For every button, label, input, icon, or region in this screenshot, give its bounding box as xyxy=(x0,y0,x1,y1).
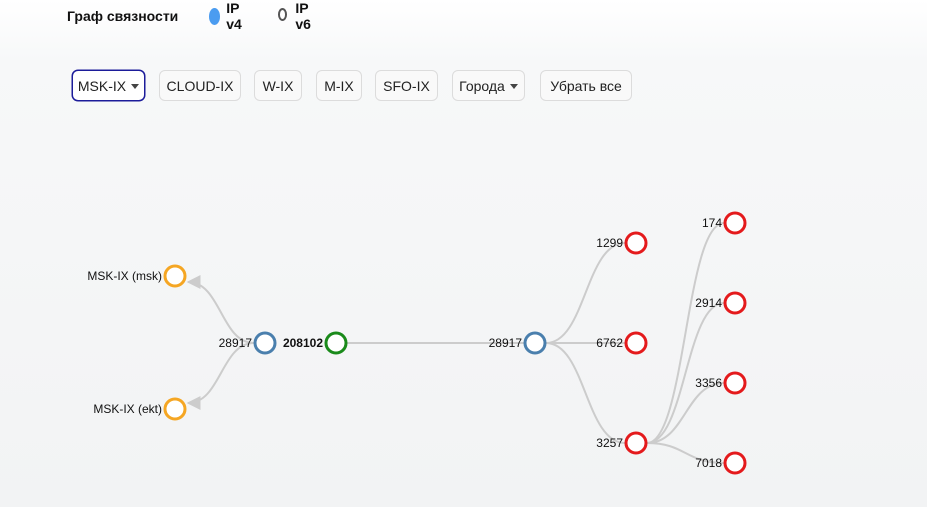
node-label: 208102 xyxy=(283,336,323,350)
node-circle[interactable] xyxy=(253,331,277,355)
node-label: 2914 xyxy=(695,296,722,310)
filter-label: Убрать все xyxy=(550,77,622,94)
filter-label: CLOUD-IX xyxy=(166,77,234,94)
graph-edge xyxy=(646,382,725,444)
node-circle[interactable] xyxy=(723,211,747,235)
graph-node-n174[interactable]: 174 xyxy=(702,211,747,235)
node-circle[interactable] xyxy=(523,331,547,355)
graph-node-n2914[interactable]: 2914 xyxy=(695,291,747,315)
graph-node-n6762[interactable]: 6762 xyxy=(596,331,648,355)
ip-v4-label: IP v4 xyxy=(226,0,242,32)
node-circle[interactable] xyxy=(723,291,747,315)
graph-node-n1299[interactable]: 1299 xyxy=(596,231,648,255)
caret-down-icon xyxy=(131,84,140,89)
filter-cloud-ix-button[interactable]: CLOUD-IX xyxy=(159,70,241,101)
caret-down-icon xyxy=(509,84,518,89)
node-label: 28917 xyxy=(219,336,253,350)
graph-node-n3257[interactable]: 3257 xyxy=(596,431,648,455)
graph-edge xyxy=(646,442,725,464)
ip-v6-label: IP v6 xyxy=(295,0,311,32)
filter-label: M-IX xyxy=(324,77,354,94)
edges-layer xyxy=(186,222,725,464)
graph-edge xyxy=(545,242,626,344)
node-label: 7018 xyxy=(695,456,722,470)
graph-edge xyxy=(545,342,626,444)
node-circle[interactable] xyxy=(163,397,187,421)
clear-all-button[interactable]: Убрать все xyxy=(540,70,632,101)
node-circle[interactable] xyxy=(723,451,747,475)
graph-node-right28917[interactable]: 28917 xyxy=(489,331,547,355)
nodes-layer: MSK-IX (msk) MSK-IX (ekt) 28917 208102 28917… xyxy=(87,211,747,475)
node-label: 174 xyxy=(702,216,722,230)
graph-edge xyxy=(646,222,725,444)
ip-v6-radio[interactable]: IP v6 xyxy=(278,0,315,32)
graph-node-n3356[interactable]: 3356 xyxy=(695,371,747,395)
node-label: 6762 xyxy=(596,336,623,350)
header: Граф связности IP v4 IP v6 xyxy=(67,0,311,32)
graph-node-left28917[interactable]: 28917 xyxy=(219,331,277,355)
node-circle[interactable] xyxy=(324,331,348,355)
node-label: 28917 xyxy=(489,336,523,350)
ip-v4-radio[interactable]: IP v4 xyxy=(209,0,248,32)
graph-node-ekt[interactable]: MSK-IX (ekt) xyxy=(93,397,187,421)
graph-node-n7018[interactable]: 7018 xyxy=(695,451,747,475)
filter-cities-dropdown[interactable]: Города xyxy=(452,70,525,101)
graph-edge xyxy=(186,275,255,344)
graph-node-msk[interactable]: MSK-IX (msk) xyxy=(87,264,187,288)
graph-edge xyxy=(186,342,255,410)
filter-label: SFO-IX xyxy=(383,77,430,94)
node-label: MSK-IX (msk) xyxy=(87,269,162,283)
page-title: Граф связности xyxy=(67,8,179,24)
node-circle[interactable] xyxy=(723,371,747,395)
filter-bar: MSK-IX CLOUD-IX W-IX M-IX SFO-IX Города … xyxy=(0,70,927,103)
graph-node-root[interactable]: 208102 xyxy=(283,331,348,355)
radio-unselected-icon xyxy=(278,7,288,21)
filter-w-ix-button[interactable]: W-IX xyxy=(254,70,302,101)
filter-label: MSK-IX xyxy=(77,77,127,94)
filter-label: W-IX xyxy=(262,77,294,94)
node-circle[interactable] xyxy=(624,431,648,455)
node-label: 3257 xyxy=(596,436,623,450)
graph-edge xyxy=(646,302,725,444)
node-circle[interactable] xyxy=(163,264,187,288)
filter-msk-ix-dropdown[interactable]: MSK-IX xyxy=(72,70,145,101)
node-circle[interactable] xyxy=(624,331,648,355)
filter-sfo-ix-button[interactable]: SFO-IX xyxy=(375,70,438,101)
node-label: MSK-IX (ekt) xyxy=(93,402,162,416)
filter-m-ix-button[interactable]: M-IX xyxy=(316,70,362,101)
filter-label: Города xyxy=(459,77,505,94)
node-label: 1299 xyxy=(596,236,623,250)
radio-selected-icon xyxy=(209,7,221,25)
node-label: 3356 xyxy=(695,376,722,390)
node-circle[interactable] xyxy=(624,231,648,255)
